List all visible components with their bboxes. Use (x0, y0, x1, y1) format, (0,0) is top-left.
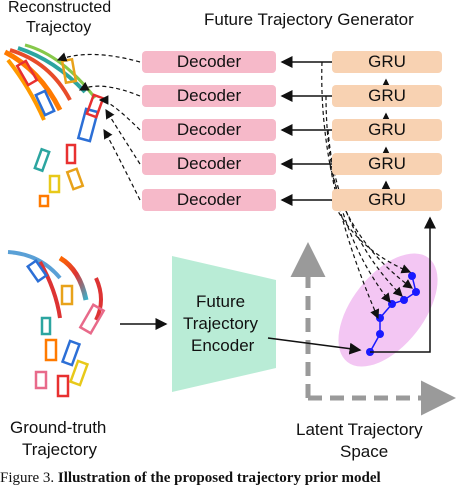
gru-box: GRU (332, 153, 442, 175)
figure-caption: Figure 3. Illustration of the proposed t… (0, 470, 474, 487)
encoder-label-line1: Future (196, 292, 246, 311)
decoder-box: Decoder (142, 51, 276, 73)
ground-truth-label-line2: Trajectory (22, 440, 97, 459)
reconstructed-title-line2: Trajectoy (26, 19, 92, 36)
latent-label-line1: Latent Trajectory (296, 420, 423, 439)
ground-truth-label-line1: Ground-truth (10, 418, 107, 437)
decoder-box: Decoder (142, 119, 276, 141)
decoder-box: Decoder (142, 85, 276, 107)
reconstructed-trajectory-graphic (3, 43, 105, 208)
reconstructed-title-line1: Reconstructed (8, 0, 112, 16)
gru-box: GRU (332, 51, 442, 73)
latent-label-line2: Space (340, 442, 389, 461)
encoder-label-line3: Encoder (191, 336, 255, 355)
decoder-box: Decoder (142, 153, 276, 175)
caption-bold: Illustration of the proposed trajectory … (57, 470, 381, 486)
gru-box: GRU (332, 119, 442, 141)
gru-box: GRU (332, 189, 442, 211)
latent-axes (290, 242, 456, 416)
latent-to-gru-arrow (370, 216, 436, 353)
latent-distribution-ellipse (338, 253, 438, 367)
caption-prefix: Figure 3. (0, 470, 58, 486)
encoder-output-arrow (267, 337, 362, 355)
ground-truth-trajectory-graphic (7, 250, 106, 398)
gru-to-decoder-arrows (280, 56, 332, 206)
encoder-trapezoid (172, 256, 276, 392)
decoder-dashed-links (56, 52, 141, 201)
gru-box: GRU (332, 85, 442, 107)
encoder-label-line2: Trajectory (183, 314, 258, 333)
generator-title: Future Trajectory Generator (204, 10, 414, 29)
decoder-box: Decoder (142, 189, 276, 211)
